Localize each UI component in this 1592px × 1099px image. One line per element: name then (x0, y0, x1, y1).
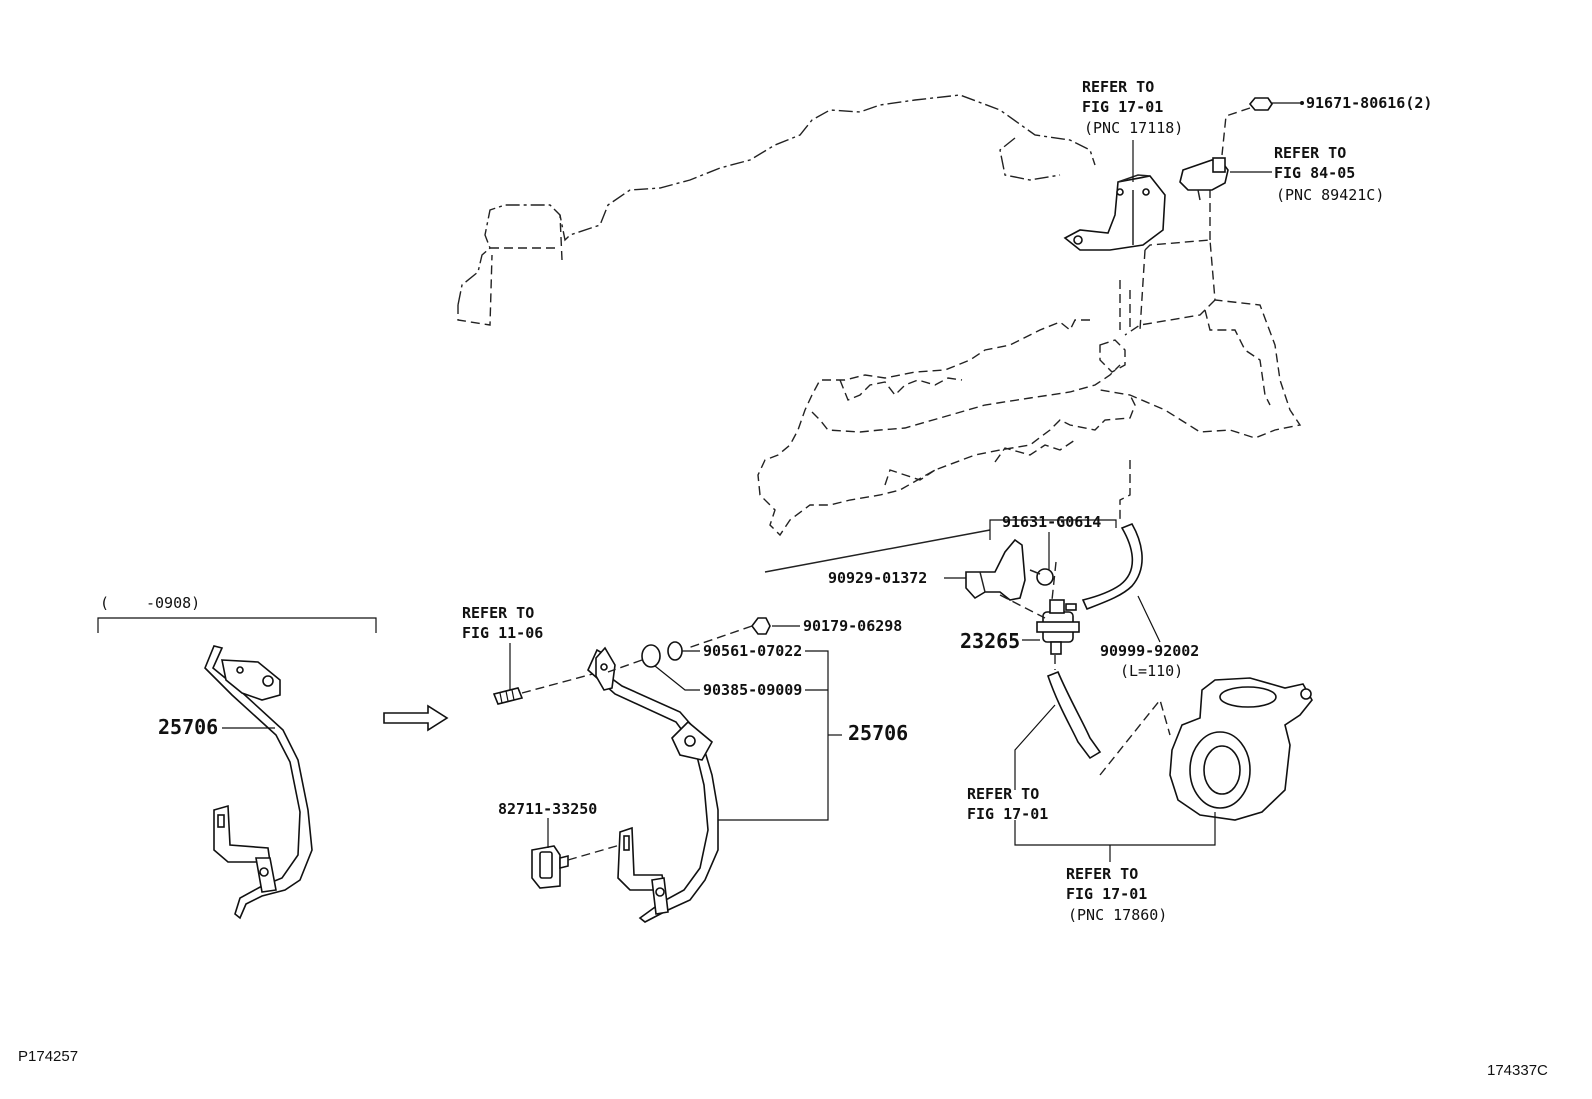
tube-assy-right (587, 646, 719, 923)
svg-text:REFER TO: REFER TO (462, 604, 534, 622)
label-part-90561: 90561-07022 (703, 642, 802, 660)
label-refer-1701-bottom: REFER TO FIG 17-01 (PNC 17860) (1066, 865, 1167, 924)
svg-text:-0908): -0908) (146, 594, 200, 612)
label-part-23265: 23265 (960, 629, 1020, 653)
label-part-25706-right: 25706 (848, 721, 908, 745)
bracket-top (1063, 174, 1166, 251)
nut-90179 (687, 617, 771, 649)
label-part-82711: 82711-33250 (498, 800, 597, 818)
label-part-25706-left: 25706 (158, 715, 218, 739)
engine-outline (457, 94, 1302, 573)
label-part-91671: 91671-80616(2) (1306, 94, 1432, 112)
hose-90999 (1081, 522, 1143, 611)
label-part-90999-length: (L=110) (1120, 662, 1183, 680)
label-part-90999: 90999-92002 (1100, 642, 1199, 660)
svg-text:(PNC 89421C): (PNC 89421C) (1276, 186, 1384, 204)
bracket-90929 (965, 538, 1026, 601)
label-range-note: ( -0908) (100, 594, 200, 612)
direction-arrow (383, 704, 449, 732)
label-part-90385: 90385-09009 (703, 681, 802, 699)
label-refer-1701-mid: REFER TO FIG 17-01 (967, 785, 1048, 823)
svg-text:(PNC 17860): (PNC 17860) (1068, 906, 1167, 924)
vsv-23265 (1036, 599, 1080, 655)
footer-right-code: 174337C (1487, 1062, 1548, 1079)
svg-text:FIG 17-01: FIG 17-01 (967, 805, 1048, 823)
svg-text:FIG 17-01: FIG 17-01 (1066, 885, 1147, 903)
sensor-top (1179, 97, 1273, 201)
footer-left-code: P174257 (18, 1048, 78, 1065)
label-refer-1106: REFER TO FIG 11-06 (462, 604, 543, 642)
svg-text:REFER TO: REFER TO (967, 785, 1039, 803)
svg-text:(PNC 17118): (PNC 17118) (1084, 119, 1183, 137)
svg-text:(: ( (100, 594, 109, 612)
grommet-90385 (607, 644, 661, 673)
label-refer-8405: REFER TO FIG 84-05 (PNC 89421C) (1274, 144, 1384, 204)
svg-text:REFER TO: REFER TO (1082, 78, 1154, 96)
label-part-91631: 91631-G0614 (1002, 513, 1101, 531)
bolt-91631 (1029, 568, 1054, 586)
leader-lines (222, 101, 1304, 862)
svg-text:REFER TO: REFER TO (1274, 144, 1346, 162)
vsv-dashed-lines (999, 561, 1171, 776)
inset-bracket-line (97, 617, 377, 633)
svg-text:FIG 84-05: FIG 84-05 (1274, 164, 1355, 182)
svg-text:REFER TO: REFER TO (1066, 865, 1138, 883)
label-part-90929: 90929-01372 (828, 569, 927, 587)
throttle-body (1169, 677, 1313, 821)
clamp-82711 (531, 844, 621, 889)
label-part-90179: 90179-06298 (803, 617, 902, 635)
tube-assy-left (204, 645, 313, 920)
svg-text:FIG 11-06: FIG 11-06 (462, 624, 543, 642)
hose-lower (1046, 670, 1102, 760)
svg-text:FIG 17-01: FIG 17-01 (1082, 98, 1163, 116)
washer-90561 (667, 641, 683, 661)
label-refer-1701-top: REFER TO FIG 17-01 (PNC 17118) (1082, 78, 1183, 137)
